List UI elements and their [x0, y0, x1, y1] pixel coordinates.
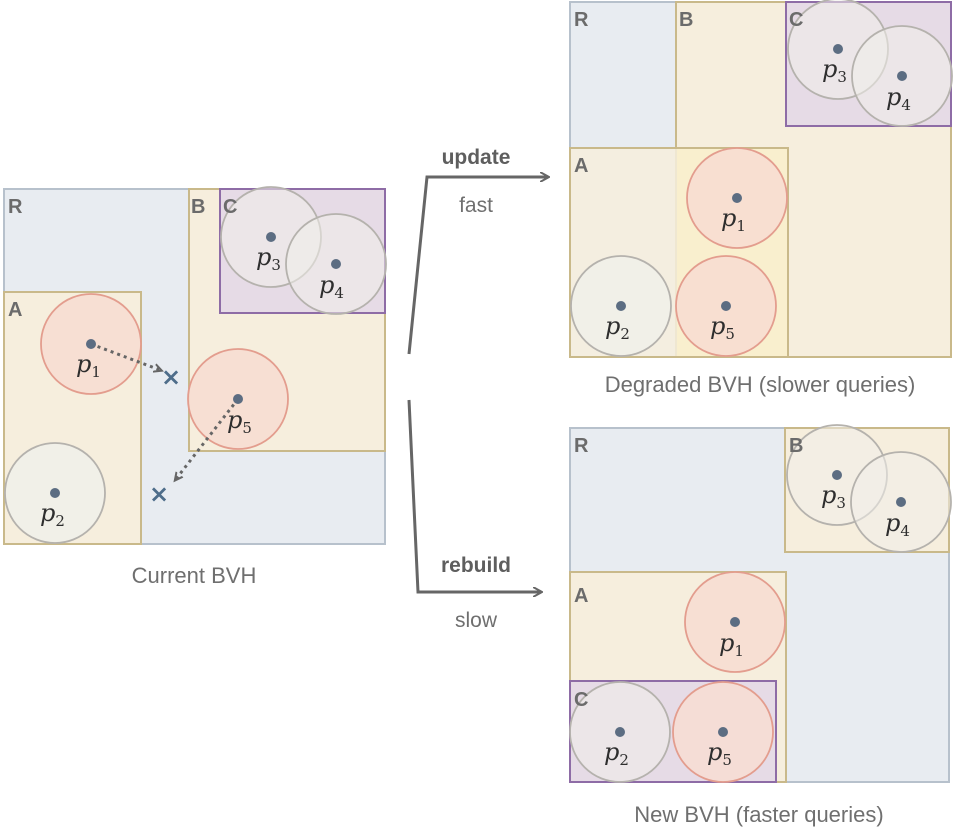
degraded-caption: Degraded BVH (slower queries): [605, 372, 916, 397]
rebuilt-label-A: A: [574, 585, 588, 607]
degraded-point-p4: [897, 71, 907, 81]
current-cross-2: ×: [149, 480, 169, 508]
rebuilt-point-p2: [615, 727, 625, 737]
rebuilt-label-B: B: [789, 435, 803, 457]
rebuilt-label-p1: p1: [719, 629, 744, 660]
current-label-B: B: [191, 196, 205, 218]
rebuilt-point-p3: [832, 470, 842, 480]
rebuilt-caption: New BVH (faster queries): [634, 802, 883, 827]
rebuilt-point-p4: [896, 497, 906, 507]
rebuilt-bvh: p1 p2 p3 p4 p5 R B A C New BVH (faster q…: [569, 424, 952, 827]
current-label-A: A: [8, 299, 22, 321]
current-label-R: R: [8, 196, 23, 218]
degraded-point-p5: [721, 301, 731, 311]
current-move-arrow-p5: [176, 398, 240, 479]
current-label-p1: p1: [76, 350, 101, 381]
degraded-label-R: R: [574, 9, 589, 31]
degraded-bvh: p1 p2 p3 p4 p5 R B C A Degraded BVH (slo…: [569, 0, 953, 397]
current-label-p4: p4: [319, 271, 344, 302]
rebuild-subtitle: slow: [455, 609, 498, 632]
degraded-label-p2: p2: [605, 312, 630, 343]
degraded-label-B: B: [679, 9, 693, 31]
degraded-label-p3: p3: [822, 55, 847, 86]
update-subtitle: fast: [459, 194, 493, 217]
current-point-p3: [266, 232, 276, 242]
rebuild-arrow: rebuild slow: [407, 399, 540, 632]
rebuilt-point-p1: [730, 617, 740, 627]
current-label-C: C: [223, 196, 237, 218]
current-point-p2: [50, 488, 60, 498]
degraded-point-p2: [616, 301, 626, 311]
rebuilt-label-p5: p5: [707, 738, 732, 769]
update-title: update: [442, 146, 511, 169]
current-caption: Current BVH: [132, 563, 257, 588]
current-move-arrow-p1: [90, 342, 160, 370]
current-point-p1: [86, 339, 96, 349]
current-label-p2: p2: [40, 499, 65, 530]
degraded-point-p1: [732, 193, 742, 203]
degraded-point-p3: [833, 44, 843, 54]
current-point-p4: [331, 259, 341, 269]
degraded-label-p4: p4: [886, 83, 911, 114]
rebuilt-label-C: C: [574, 689, 588, 711]
update-arrow: update fast: [407, 146, 547, 355]
rebuild-title: rebuild: [441, 554, 511, 577]
current-cross-1: ×: [161, 363, 181, 391]
degraded-label-p5: p5: [710, 312, 735, 343]
rebuilt-label-R: R: [574, 435, 589, 457]
current-bvh: × × p1 p2 p3 p4 p5 R A B C Current BVH: [3, 186, 387, 588]
degraded-label-A: A: [574, 155, 588, 177]
rebuilt-label-p4: p4: [885, 509, 910, 540]
rebuilt-label-p2: p2: [604, 738, 629, 769]
degraded-label-p1: p1: [721, 204, 746, 235]
rebuilt-label-p3: p3: [821, 481, 846, 512]
degraded-label-C: C: [789, 9, 803, 31]
current-point-p5: [233, 394, 243, 404]
current-label-p5: p5: [227, 406, 252, 437]
current-label-p3: p3: [256, 243, 281, 274]
rebuilt-point-p5: [718, 727, 728, 737]
